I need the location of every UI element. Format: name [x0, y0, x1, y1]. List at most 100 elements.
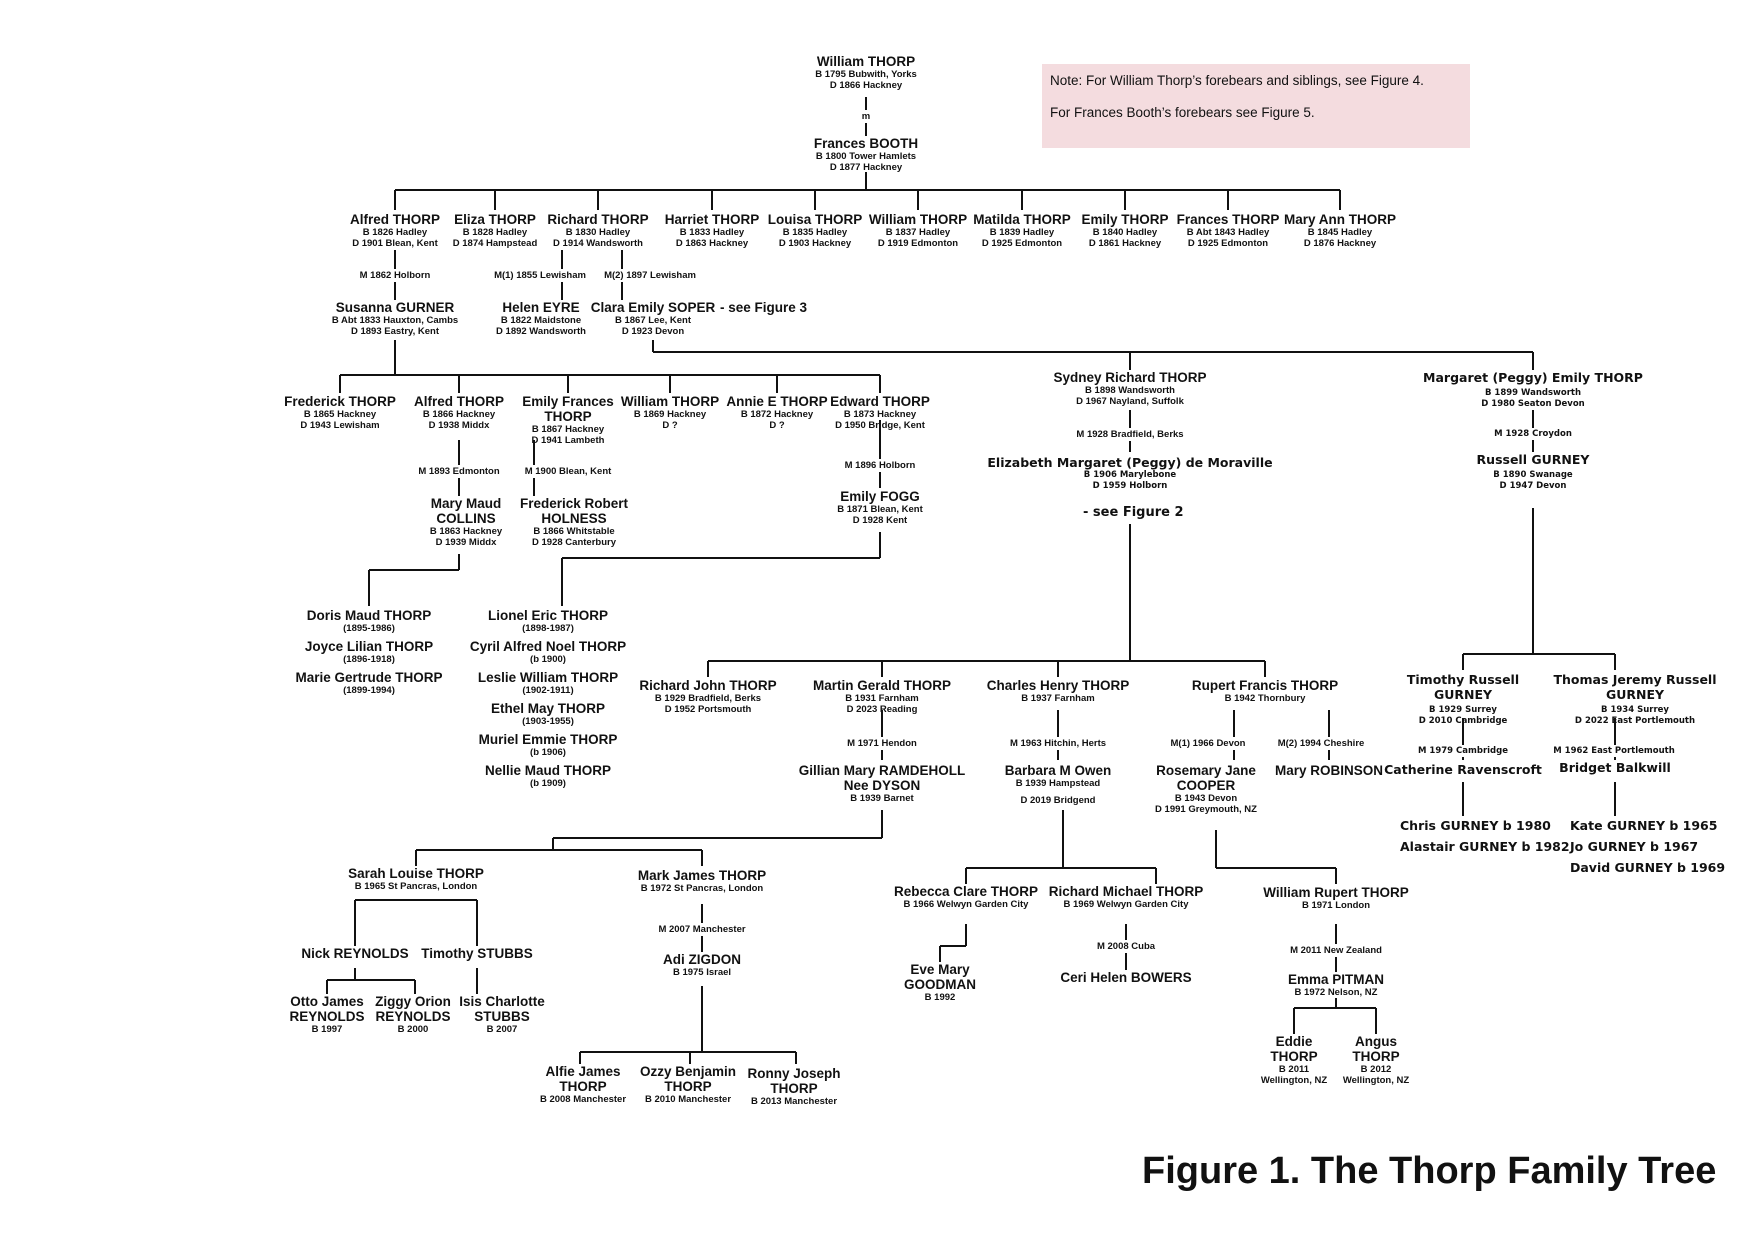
person-surname: GURNEY	[1433, 687, 1493, 702]
person-alastair-gurney: Alastair GURNEY b 1982	[1400, 839, 1570, 854]
person-name: Barbara M Owen	[1004, 763, 1112, 778]
person-name: Ziggy Orion	[375, 994, 451, 1009]
person-name: Frances BOOTH	[813, 136, 919, 151]
person-name: Emma PITMAN	[1287, 972, 1385, 987]
person-name: Margaret (Peggy) Emily THORP	[1423, 370, 1643, 385]
person-surname: THORP	[770, 1081, 818, 1096]
person-birth: B 1866 Whitstable	[533, 526, 615, 537]
person-frances-booth: Frances BOOTH B 1800 Tower Hamlets D 187…	[814, 136, 918, 173]
person-death: D 2022 East Portlemouth	[1574, 716, 1696, 726]
person-birth: B 1899 Wandsworth	[1484, 388, 1582, 398]
person-birth: B 2010 Manchester	[644, 1094, 732, 1105]
person-death: D 1892 Wandsworth	[496, 326, 586, 337]
note-box: Note: For William Thorp’s forebears and …	[1042, 64, 1470, 148]
person-marie-gertrude-thorp: Marie Gertrude THORP(1899-1994)	[295, 670, 442, 696]
person-death: D 1874 Hampstead	[452, 238, 538, 249]
person-birth: B 1830 Hadley	[565, 227, 631, 238]
person-birth: B 1939 Barnet	[850, 793, 914, 804]
marriage-label: M 1928 Bradfield, Berks	[1074, 428, 1186, 441]
person-nellie-maud-thorp: Nellie Maud THORP(b 1909)	[485, 763, 611, 789]
person-dates: (1895-1986)	[343, 623, 395, 634]
marriage-label: M 1928 Croydon	[1492, 428, 1574, 440]
person-birth: B 1890 Swanage	[1493, 470, 1573, 480]
person-name: Elizabeth Margaret (Peggy) de Moraville	[987, 455, 1273, 470]
person-name: Timothy STUBBS	[421, 946, 533, 961]
person-death: D 1893 Eastry, Kent	[350, 326, 439, 337]
person-birth: B 2000	[397, 1024, 429, 1035]
person-cyril-alfred-noel-thorp: Cyril Alfred Noel THORP(b 1900)	[470, 639, 626, 665]
person-name: Emily THORP	[1081, 212, 1169, 227]
person-name: Rosemary Jane	[1156, 763, 1256, 778]
person-ethel-may-thorp: Ethel May THORP(1903-1955)	[491, 701, 605, 727]
person-name: Isis Charlotte	[459, 994, 545, 1009]
marriage-label: M(1) 1966 Devon	[1168, 737, 1248, 750]
person-death: D 1938 Middx	[428, 420, 490, 431]
person-birth: B 1873 Hackney	[843, 409, 917, 420]
person-birth: B 1795 Bubwith, Yorks	[815, 69, 917, 80]
person-name: Thomas Jeremy Russell	[1553, 672, 1717, 687]
person-surname: REYNOLDS	[289, 1009, 365, 1024]
person-birth: B 2011	[1278, 1064, 1310, 1075]
person-birth: B 1839 Hadley	[989, 227, 1055, 238]
person-name: Joyce Lilian THORP	[304, 639, 434, 654]
person-name: Emily FOGG	[840, 489, 920, 504]
person-birth: B 1943 Devon	[1174, 793, 1238, 804]
person-mary-robinson: Mary ROBINSON	[1275, 763, 1383, 778]
person-name: William THORP	[868, 212, 968, 227]
person-lionel-eric-thorp: Lionel Eric THORP(1898-1987)	[488, 608, 608, 634]
person-kate-gurney: Kate GURNEY b 1965	[1570, 818, 1718, 833]
person-name: Martin Gerald THORP	[812, 678, 952, 693]
person-birth: B 1971 London	[1301, 900, 1371, 911]
person-death: D ?	[769, 420, 785, 431]
person-margaret-peggy-emily-thorp: Margaret (Peggy) Emily THORP B 1899 Wands…	[1423, 370, 1643, 410]
marriage-label: M 1893 Edmonton	[416, 465, 502, 478]
person-birth: B 1800 Tower Hamlets	[815, 151, 917, 162]
person-birth: B Abt 1843 Hadley	[1186, 227, 1270, 238]
person-death: D 1877 Hackney	[829, 162, 903, 173]
person-birth: B 2013 Manchester	[750, 1096, 838, 1107]
person-name: Frances THORP	[1176, 212, 1280, 227]
person-death: D 1950 Bridge, Kent	[835, 420, 925, 431]
person-david-gurney: David GURNEY b 1969	[1570, 860, 1726, 875]
marriage-label: M 1979 Cambridge	[1416, 745, 1510, 757]
person-death: D 1863 Hackney	[675, 238, 749, 249]
person-name: Eve Mary	[910, 962, 970, 977]
person-death: D 1925 Edmonton	[1187, 238, 1269, 249]
person-birthplace: Wellington, NZ	[1260, 1075, 1328, 1086]
marriage-label: M(2) 1994 Cheshire	[1275, 737, 1367, 750]
person-name: Emily Frances	[522, 394, 614, 409]
person-death: D 1952 Portsmouth	[664, 704, 752, 715]
person-dates: (1896-1918)	[343, 654, 395, 665]
person-name: Eddie	[1275, 1034, 1313, 1049]
person-name: Mary Maud	[430, 496, 502, 511]
person-death: D 1925 Edmonton	[981, 238, 1063, 249]
person-birth: B 1840 Hadley	[1092, 227, 1158, 238]
person-death: D 1928 Kent	[852, 515, 908, 526]
person-name: Lionel Eric THORP	[487, 608, 609, 623]
person-birth: B 1826 Hadley	[362, 227, 428, 238]
person-name: Alfie James	[545, 1064, 621, 1079]
person-name: Rupert Francis THORP	[1191, 678, 1339, 693]
marriage-label: M 1971 Hendon	[845, 737, 919, 750]
person-surname: COLLINS	[436, 511, 496, 526]
person-birth: B 1975 Israel	[672, 967, 732, 978]
person-name: Gillian Mary RAMDEHOLL	[798, 763, 966, 778]
person-name: Annie E THORP	[726, 394, 828, 409]
person-birth: B 1906 Marylebone	[1083, 470, 1177, 480]
person-joyce-lilian-thorp: Joyce Lilian THORP(1896-1918)	[305, 639, 433, 665]
